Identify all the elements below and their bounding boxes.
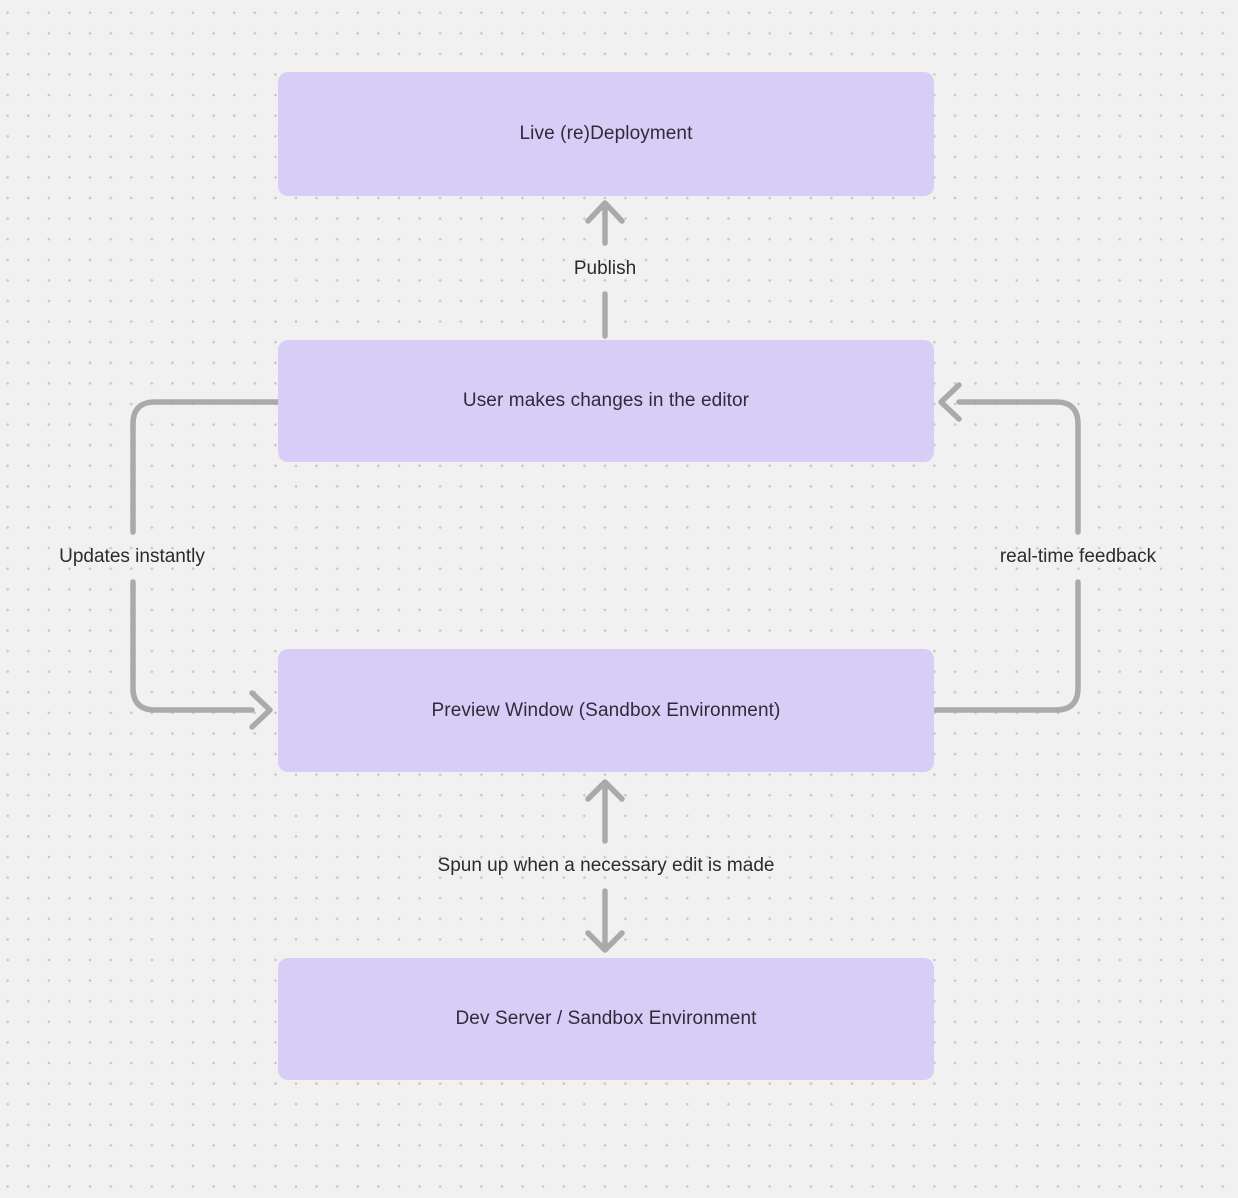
updates-arrow-lower-segment [130, 579, 255, 713]
updates-arrowhead-right-icon [249, 690, 273, 730]
edge-updates-instantly-arrow[interactable] [130, 399, 281, 730]
edge-label-realtime-feedback[interactable]: real-time feedback [999, 546, 1157, 567]
node-live-redeployment-label: Live (re)Deployment [519, 123, 693, 144]
edge-label-spun-up[interactable]: Spun up when a necessary edit is made [437, 855, 775, 876]
feedback-arrow-lower-segment [933, 579, 1081, 713]
spinup-arrowhead-up-icon [585, 779, 625, 802]
edge-publish-arrow[interactable] [585, 200, 625, 339]
updates-arrow-upper-segment [130, 399, 281, 535]
publish-arrowhead-up-icon [585, 200, 625, 224]
spinup-arrowhead-down-icon [585, 930, 625, 953]
feedback-arrowhead-left-icon [938, 382, 962, 422]
edge-sandbox-spinup-arrow[interactable] [585, 779, 625, 953]
node-dev-server[interactable]: Dev Server / Sandbox Environment [278, 958, 934, 1080]
edge-realtime-feedback-arrow[interactable] [933, 382, 1081, 713]
feedback-arrow-upper-segment [956, 399, 1081, 535]
node-user-editor-label: User makes changes in the editor [462, 390, 750, 411]
node-preview-window[interactable]: Preview Window (Sandbox Environment) [278, 649, 934, 772]
node-preview-window-label: Preview Window (Sandbox Environment) [431, 699, 781, 721]
edge-label-publish[interactable]: Publish [573, 258, 637, 279]
node-user-editor[interactable]: User makes changes in the editor [278, 340, 934, 462]
node-live-redeployment[interactable]: Live (re)Deployment [278, 72, 934, 196]
node-dev-server-label: Dev Server / Sandbox Environment [455, 1008, 757, 1029]
edge-label-updates-instantly[interactable]: Updates instantly [59, 546, 205, 567]
